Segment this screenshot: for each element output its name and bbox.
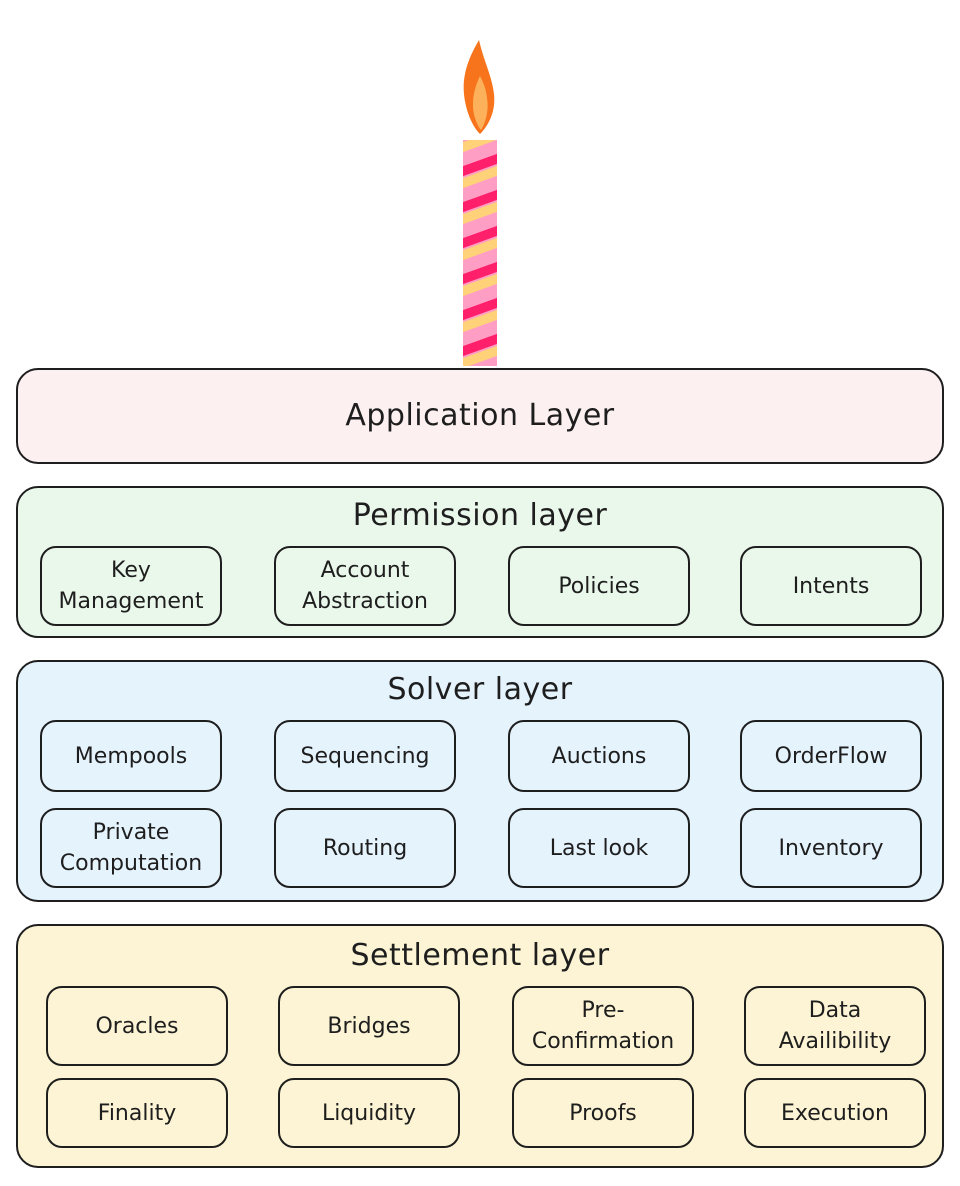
solver-layer: Solver layer Mempools Sequencing Auction… (16, 660, 944, 902)
liquidity-box: Liquidity (278, 1078, 460, 1148)
orderflow-box: OrderFlow (740, 720, 922, 792)
candle-stripe (463, 309, 497, 333)
flame-icon (463, 40, 495, 134)
candle-stripe (463, 213, 497, 237)
application-layer: Application Layer (16, 368, 944, 464)
settlement-layer-title: Settlement layer (350, 938, 610, 973)
candle-stripe (463, 189, 497, 213)
private-computation-box: Private Computation (40, 808, 222, 888)
candle-stripe (463, 285, 497, 309)
candle-stripe (463, 249, 497, 273)
candle-stripe (463, 333, 497, 357)
inventory-box: Inventory (740, 808, 922, 888)
candle-stripe (463, 261, 497, 285)
finality-box: Finality (46, 1078, 228, 1148)
oracles-box: Oracles (46, 986, 228, 1066)
application-layer-title: Application Layer (345, 398, 615, 433)
permission-layer-title: Permission layer (352, 498, 608, 533)
sequencing-box: Sequencing (274, 720, 456, 792)
key-management-box: Key Management (40, 546, 222, 626)
candle-stripe (463, 297, 497, 321)
candle-stripe (463, 165, 497, 189)
candle-stripe (463, 345, 497, 366)
policies-box: Policies (508, 546, 690, 626)
data-availability-box: Data Availibility (744, 986, 926, 1066)
birthday-candle-icon (463, 40, 497, 366)
candle-stripe (463, 273, 497, 297)
candle-stripe (474, 357, 497, 366)
solver-layer-title: Solver layer (387, 672, 573, 707)
settlement-layer: Settlement layer Oracles Bridges Pre- Co… (16, 924, 944, 1168)
execution-box: Execution (744, 1078, 926, 1148)
account-abstraction-box: Account Abstraction (274, 546, 456, 626)
candle-stripe (463, 141, 497, 165)
candle-stripe (463, 201, 497, 225)
bridges-box: Bridges (278, 986, 460, 1066)
permission-layer: Permission layer Key Management Account … (16, 486, 944, 638)
candle-stripe (463, 177, 497, 201)
candle-body (463, 140, 497, 366)
proofs-box: Proofs (512, 1078, 694, 1148)
candle-stripe (463, 321, 497, 345)
pre-confirmation-box: Pre- Confirmation (512, 986, 694, 1066)
intents-box: Intents (740, 546, 922, 626)
candle-stripe (463, 225, 497, 249)
candle-stripe (463, 237, 497, 261)
auctions-box: Auctions (508, 720, 690, 792)
mempools-box: Mempools (40, 720, 222, 792)
candle-stripe (463, 153, 497, 177)
routing-box: Routing (274, 808, 456, 888)
last-look-box: Last look (508, 808, 690, 888)
